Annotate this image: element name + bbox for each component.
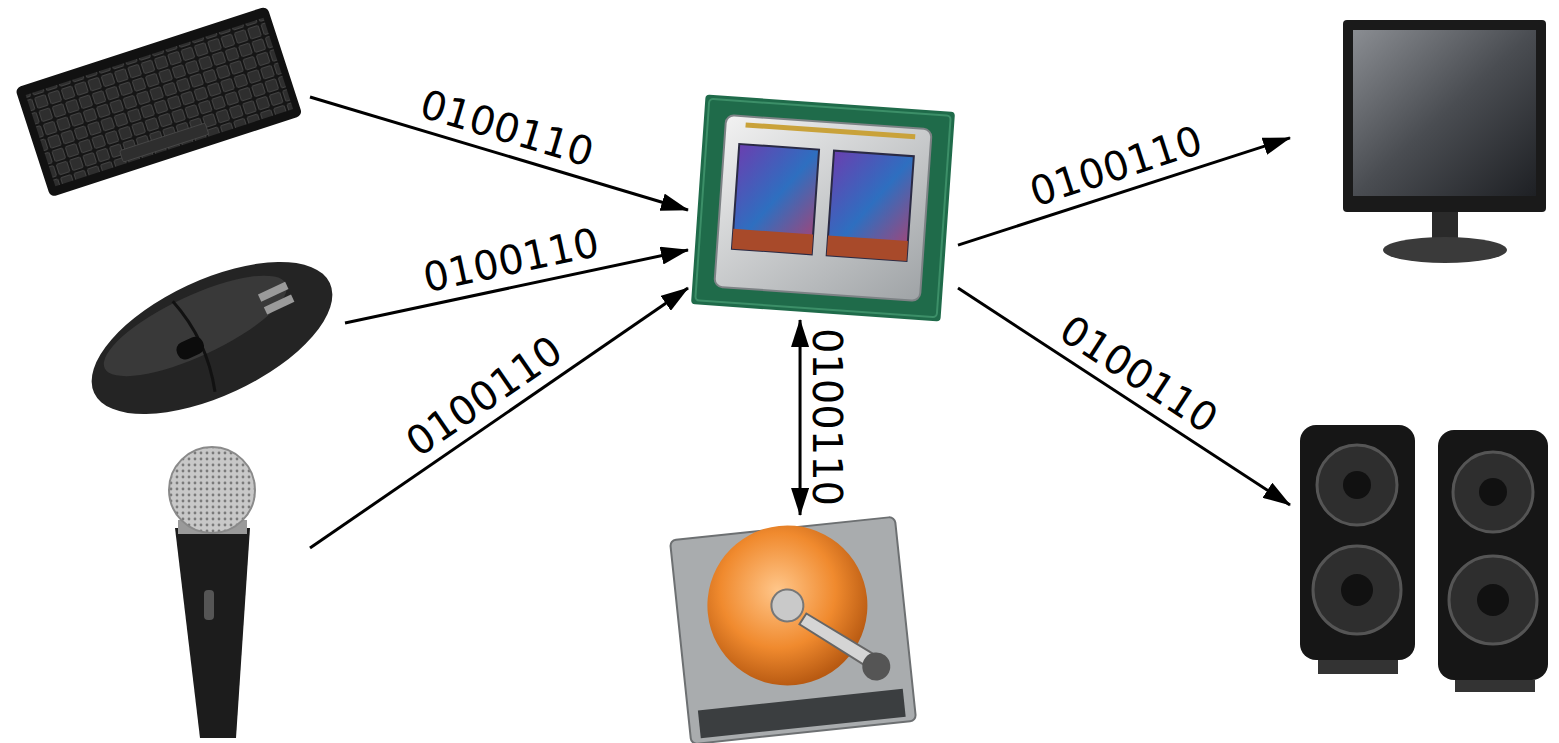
binary-label: 0100110 <box>397 328 570 464</box>
binary-label: 0100110 <box>418 222 604 299</box>
binary-label: 0100110 <box>1052 307 1226 440</box>
cpu-picture <box>691 95 955 322</box>
hard-disk-node <box>672 515 915 740</box>
microphone-picture <box>169 447 255 738</box>
microphone-node <box>150 450 310 740</box>
keyboard-picture <box>15 6 303 197</box>
binary-label: 0100110 <box>1023 119 1209 213</box>
monitor-picture <box>1343 20 1546 263</box>
keyboard-node <box>10 10 310 205</box>
data-arrow <box>799 320 802 515</box>
speakers-node <box>1290 420 1552 695</box>
monitor-node <box>1290 15 1555 270</box>
speakers-picture <box>1300 425 1548 692</box>
data-arrow <box>310 288 688 548</box>
cpu-node <box>688 95 958 320</box>
binary-label: 0100110 <box>807 326 847 508</box>
hard-disk-picture <box>670 514 917 743</box>
mouse-node <box>78 275 345 400</box>
data-arrow <box>958 288 1290 505</box>
binary-label: 0100110 <box>414 82 600 172</box>
mouse-picture <box>70 230 355 445</box>
